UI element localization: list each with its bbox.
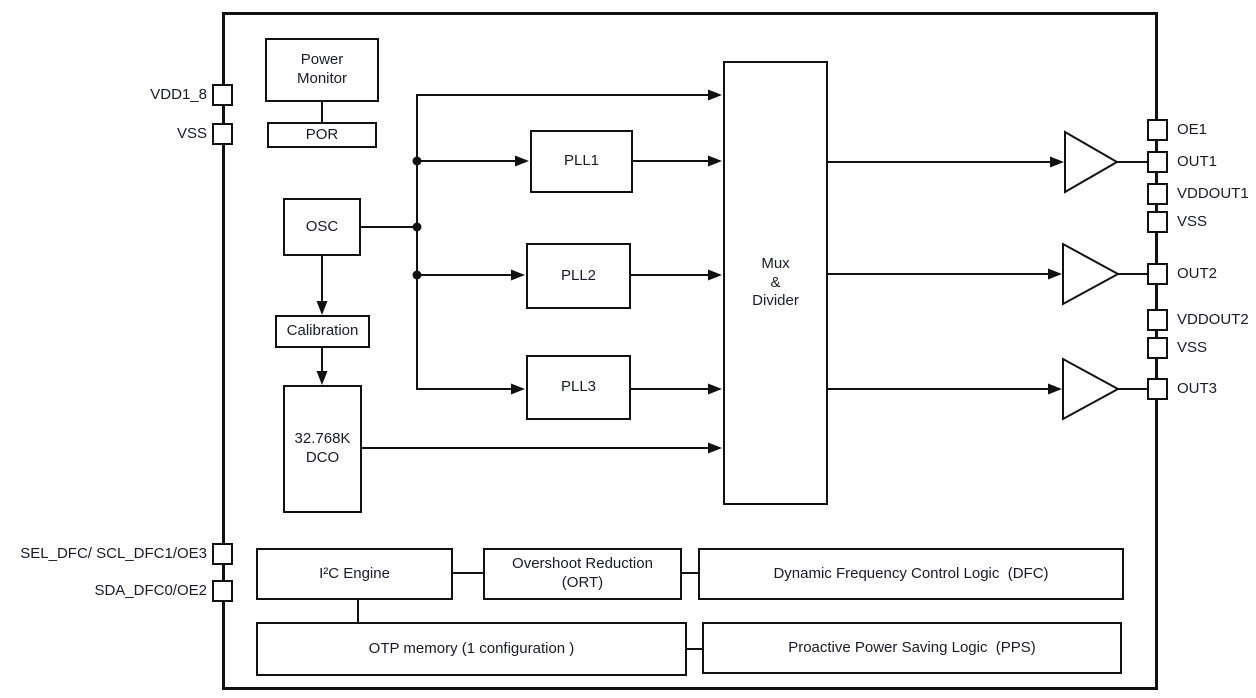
block-pll3: PLL3 (526, 355, 631, 420)
block-por: POR (267, 122, 377, 148)
pin-label-vss-left: VSS (176, 125, 207, 142)
arrowheads (316, 89, 1064, 454)
pin-out2 (1147, 263, 1168, 285)
block-power-monitor: Power Monitor (265, 38, 379, 102)
arrowhead-bus-mux (708, 89, 722, 101)
pin-label-vdd1_8: VDD1_8 (150, 86, 207, 103)
junction-dots (412, 156, 422, 280)
block-overshoot-reduction: Overshoot Reduction (ORT) (483, 548, 682, 600)
block-osc: OSC (283, 198, 361, 256)
arrowhead-bus-pll2 (511, 269, 525, 281)
pin-label-vss-right2: VSS (1177, 339, 1208, 356)
pin-label-out1: OUT1 (1177, 153, 1218, 170)
junction-dot (412, 222, 422, 232)
pin-label-vss-right1: VSS (1177, 213, 1208, 230)
arrowhead-mux-buffer2 (1048, 268, 1062, 280)
pin-sel-dfc (212, 543, 233, 565)
block-pll1: PLL1 (530, 130, 633, 193)
junction-dot (412, 156, 422, 166)
block-i2c-engine: I²C Engine (256, 548, 453, 600)
pin-label-vddout2: VDDOUT2 (1177, 311, 1249, 328)
pin-vddout2 (1147, 309, 1168, 331)
block-dfc: Dynamic Frequency Control Logic (DFC) (698, 548, 1124, 600)
junction-dot (412, 270, 422, 280)
pin-out3 (1147, 378, 1168, 400)
connector-lines (321, 94, 1147, 650)
pin-label-vddout1: VDDOUT1 (1177, 185, 1249, 202)
pin-label-out2: OUT2 (1177, 265, 1218, 282)
arrowhead-dco-mux (708, 442, 722, 454)
arrowhead-mux-buffer1 (1050, 156, 1064, 168)
arrowhead-calibration-dco (316, 371, 328, 385)
pin-vss-left (212, 123, 233, 145)
block-calibration: Calibration (275, 315, 370, 348)
arrowhead-pll1-mux (708, 155, 722, 167)
pin-oe1 (1147, 119, 1168, 141)
pin-sda-dfc0 (212, 580, 233, 602)
pin-label-oe1: OE1 (1177, 121, 1208, 138)
block-pps: Proactive Power Saving Logic (PPS) (702, 622, 1122, 674)
block-mux-divider: Mux & Divider (723, 61, 828, 505)
pin-out1 (1147, 151, 1168, 173)
pin-label-out3: OUT3 (1177, 380, 1218, 397)
block-otp-memory: OTP memory (1 configuration ) (256, 622, 687, 676)
output-buffer-3 (1062, 357, 1121, 421)
arrowhead-bus-pll1 (515, 155, 529, 167)
output-buffer-1 (1064, 130, 1120, 194)
pin-label-sda-dfc0: SDA_DFC0/OE2 (94, 582, 207, 599)
arrowhead-osc-calibration (316, 301, 328, 315)
pin-vss-right2 (1147, 337, 1168, 359)
arrowhead-mux-buffer3 (1048, 383, 1062, 395)
output-buffer-2 (1062, 242, 1121, 306)
arrowhead-pll2-mux (708, 269, 722, 281)
pin-vss-right1 (1147, 211, 1168, 233)
arrowhead-pll3-mux (708, 383, 722, 395)
block-pll2: PLL2 (526, 243, 631, 309)
pin-vdd1_8 (212, 84, 233, 106)
block-dco: 32.768K DCO (283, 385, 362, 513)
arrowhead-bus-pll3 (511, 383, 525, 395)
pin-vddout1 (1147, 183, 1168, 205)
pin-label-sel-dfc: SEL_DFC/ SCL_DFC1/OE3 (20, 545, 207, 562)
output-buffers (1062, 130, 1121, 421)
